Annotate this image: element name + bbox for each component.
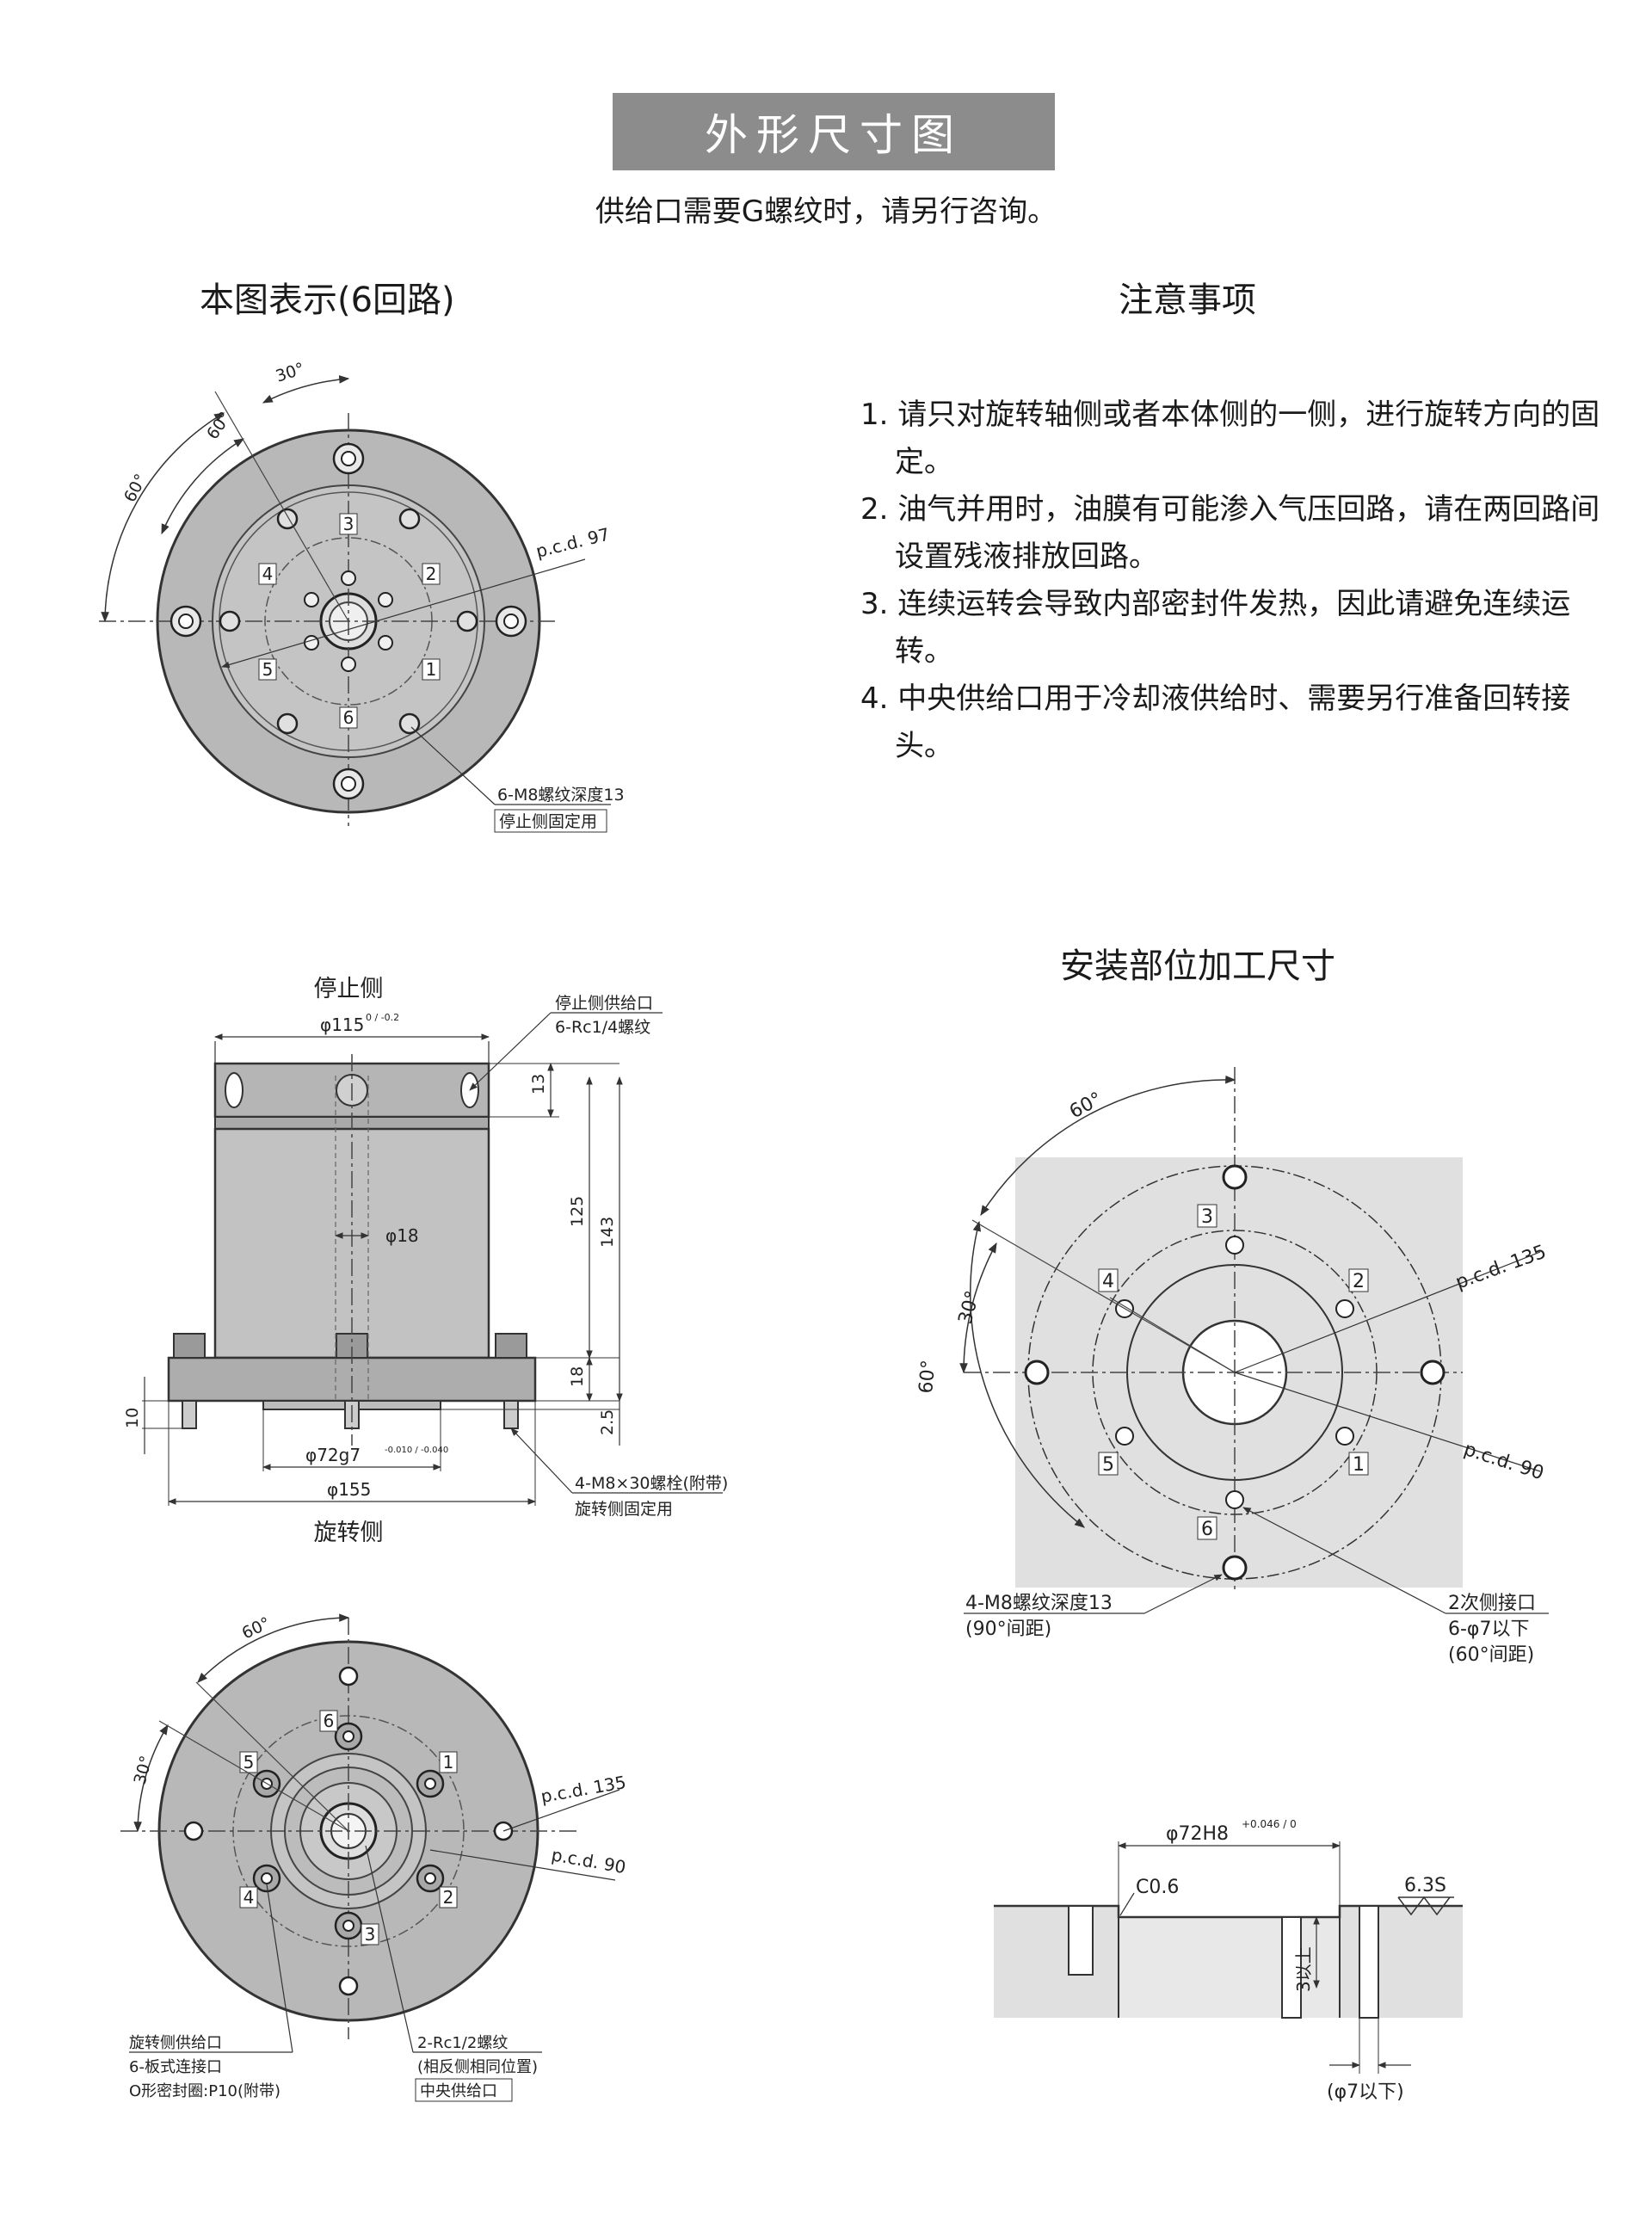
svg-text:中央供给口: 中央供给口: [420, 2082, 497, 2100]
heading-install: 安装部位加工尺寸: [1060, 947, 1335, 986]
svg-text:6-Rc1/4螺纹: 6-Rc1/4螺纹: [555, 1018, 650, 1037]
svg-text:4-M8×30螺栓(附带): 4-M8×30螺栓(附带): [575, 1474, 728, 1493]
svg-text:2: 2: [443, 1887, 454, 1908]
svg-text:p.c.d. 90: p.c.d. 90: [1461, 1439, 1546, 1484]
svg-text:2.5: 2.5: [598, 1409, 617, 1435]
svg-text:3: 3: [365, 1924, 376, 1945]
svg-text:φ72H8: φ72H8: [1166, 1823, 1229, 1845]
section-view: φ72H8 +0.046 / 0 C0.6 6.3S 3以上 (φ7以下): [994, 1818, 1463, 2103]
svg-text:(φ7以下): (φ7以下): [1327, 2081, 1404, 2103]
svg-text:1: 1: [443, 1752, 454, 1773]
svg-text:30°: 30°: [274, 359, 307, 385]
svg-text:φ115: φ115: [320, 1014, 364, 1035]
top-m8-holes: [219, 508, 478, 735]
svg-text:p.c.d. 135: p.c.d. 135: [1453, 1242, 1550, 1294]
svg-text:旋转侧固定用: 旋转侧固定用: [575, 1500, 673, 1519]
svg-text:6: 6: [1201, 1519, 1213, 1540]
svg-text:停止侧供给口: 停止侧供给口: [555, 994, 653, 1013]
svg-text:φ18: φ18: [385, 1225, 419, 1246]
note-item: 4. 中央供给口用于冷却液供给时、需要另行准备回转接头。: [860, 681, 1571, 763]
svg-text:6: 6: [324, 1711, 335, 1731]
bottom-view: 1 2 3 4 5 6 60° 30° p.c.d. 135 p.c.d. 90…: [120, 1613, 628, 2102]
stop-side-label: 停止侧: [314, 976, 384, 1002]
svg-text:1: 1: [1353, 1454, 1365, 1476]
svg-text:C0.6: C0.6: [1136, 1877, 1179, 1898]
heading-six-circuit: 本图表示(6回路): [200, 281, 455, 320]
svg-text:143: 143: [598, 1217, 617, 1248]
svg-text:p.c.d. 90: p.c.d. 90: [550, 1844, 627, 1878]
svg-text:2: 2: [1353, 1271, 1365, 1292]
svg-text:4: 4: [1102, 1271, 1114, 1292]
svg-text:6-φ7以下: 6-φ7以下: [1448, 1619, 1529, 1640]
svg-text:3以上: 3以上: [1293, 1946, 1314, 1992]
svg-text:4: 4: [262, 564, 274, 584]
svg-text:O形密封圈:P10(附带): O形密封圈:P10(附带): [129, 2082, 280, 2100]
svg-text:p.c.d. 97: p.c.d. 97: [533, 523, 611, 561]
svg-text:1: 1: [426, 659, 437, 680]
svg-text:旋转侧供给口: 旋转侧供给口: [129, 2034, 222, 2052]
svg-text:2: 2: [426, 564, 437, 584]
side-view: 停止侧 φ115 0 / -0.2 停止侧供给口 6-Rc1/4螺纹: [123, 976, 728, 1546]
svg-text:3: 3: [1201, 1206, 1213, 1228]
rotate-side-label: 旋转侧: [314, 1520, 384, 1546]
svg-text:5: 5: [262, 659, 274, 680]
svg-text:6.3S: 6.3S: [1404, 1875, 1446, 1896]
svg-text:5: 5: [1102, 1454, 1114, 1476]
svg-text:2-Rc1/2螺纹: 2-Rc1/2螺纹: [417, 2034, 508, 2052]
svg-text:(相反侧相同位置): (相反侧相同位置): [417, 2058, 538, 2076]
notes-list: 1. 请只对旋转轴侧或者本体侧的一侧，进行旋转方向的固定。 2. 油气并用时，油…: [860, 392, 1600, 770]
svg-text:p.c.d. 135: p.c.d. 135: [539, 1772, 628, 1807]
svg-text:+0.046 / 0: +0.046 / 0: [1242, 1818, 1297, 1830]
top-port-labels: 1 2 3 4 5 6: [258, 513, 441, 729]
svg-text:10: 10: [123, 1408, 142, 1428]
svg-text:2次侧接口: 2次侧接口: [1448, 1593, 1536, 1614]
svg-text:3: 3: [343, 514, 354, 534]
svg-text:13: 13: [529, 1074, 548, 1095]
svg-text:(90°间距): (90°间距): [965, 1619, 1051, 1640]
svg-text:60°: 60°: [915, 1359, 940, 1394]
svg-text:30°: 30°: [955, 1288, 984, 1326]
svg-text:6: 6: [343, 707, 354, 728]
note-item: 2. 油气并用时，油膜有可能渗入气压回路，请在两回路间设置残液排放回路。: [860, 492, 1600, 574]
note-item: 3. 连续运转会导致内部密封件发热，因此请避免连续运转。: [860, 587, 1571, 669]
svg-text:30°: 30°: [131, 1754, 157, 1786]
svg-text:60°: 60°: [1066, 1088, 1106, 1123]
top-view: 1 2 3 4 5 6 30° 60° 60° p.c.d. 97 6-M8螺纹…: [99, 359, 625, 833]
svg-text:φ155: φ155: [327, 1479, 371, 1500]
heading-notes: 注意事项: [1119, 281, 1256, 320]
svg-text:60°: 60°: [203, 409, 235, 443]
svg-text:φ72g7: φ72g7: [305, 1445, 361, 1465]
svg-text:60°: 60°: [239, 1613, 274, 1643]
svg-text:0 / -0.2: 0 / -0.2: [366, 1012, 399, 1023]
svg-text:4-M8螺纹深度13: 4-M8螺纹深度13: [965, 1593, 1113, 1614]
note-item: 1. 请只对旋转轴侧或者本体侧的一侧，进行旋转方向的固定。: [860, 398, 1600, 479]
page-title: 外形尺寸图: [613, 93, 1055, 170]
svg-text:5: 5: [243, 1752, 255, 1773]
svg-text:60°: 60°: [120, 471, 151, 505]
svg-text:6-板式连接口: 6-板式连接口: [129, 2058, 222, 2076]
svg-text:125: 125: [568, 1196, 587, 1227]
svg-text:停止侧固定用: 停止侧固定用: [499, 812, 597, 831]
svg-text:(60°间距): (60°间距): [1448, 1644, 1534, 1666]
thread-inquiry-note: 供给口需要G螺纹时，请另行咨询。: [595, 194, 1057, 229]
svg-text:6-M8螺纹深度13: 6-M8螺纹深度13: [497, 786, 625, 805]
svg-text:-0.010 / -0.040: -0.010 / -0.040: [385, 1446, 448, 1455]
svg-text:4: 4: [243, 1887, 255, 1908]
svg-text:18: 18: [568, 1366, 587, 1387]
install-view: 1 2 3 4 5 6 60° 30° 60° p.c.d. 135 p.c.d…: [915, 1067, 1549, 1666]
